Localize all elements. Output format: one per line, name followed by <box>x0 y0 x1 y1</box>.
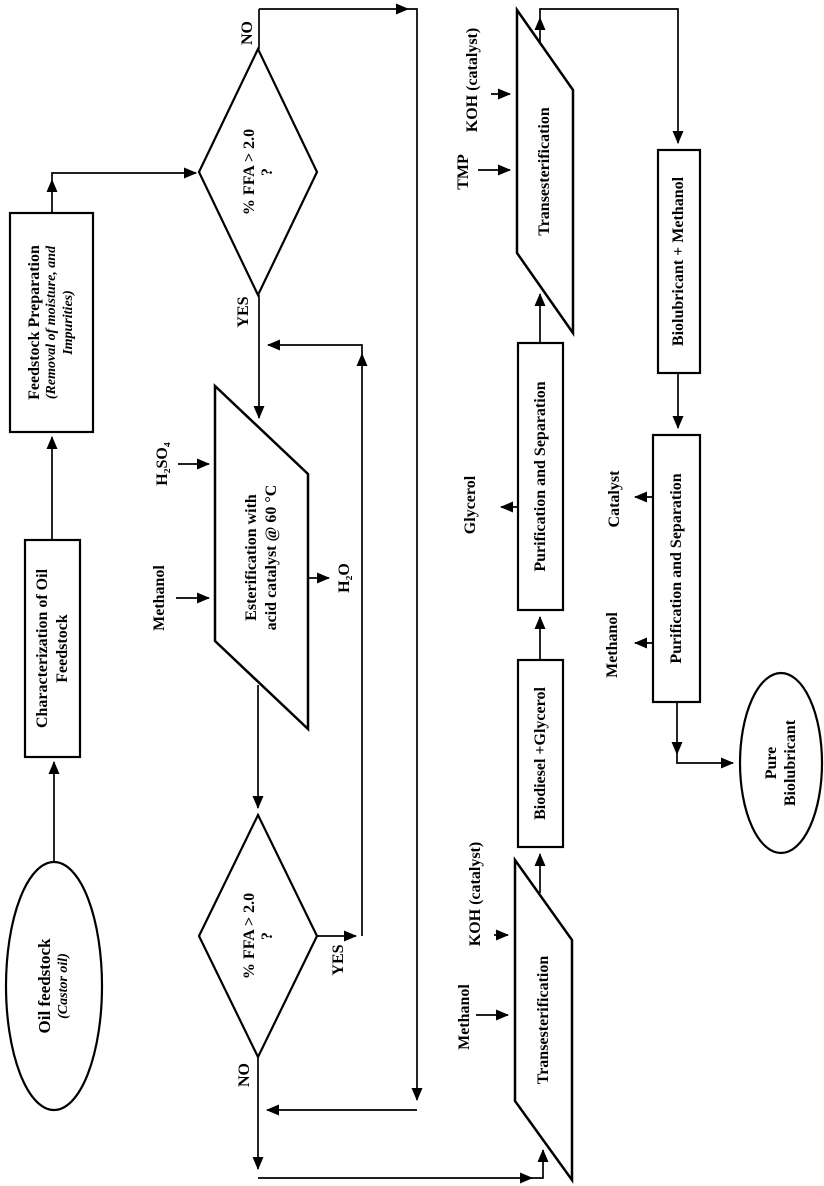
esterification-label: Esterification with acid catalyst @ 60 °… <box>215 386 308 729</box>
esterification-line2: acid catalyst @ 60 °C <box>262 484 280 631</box>
shapes <box>4 6 824 1184</box>
decision2-line2: ? <box>258 932 276 940</box>
purification2-label: Purification and Separation <box>667 473 685 664</box>
pure-biolubricant-label: Pure Biolubricant <box>743 673 819 853</box>
line-no-rail <box>408 8 423 1101</box>
biolubricant-methanol-box <box>656 148 702 375</box>
oil-feedstock-label: Oil feedstock (Castor oil) <box>16 871 92 1101</box>
glycerol-label: Glycerol <box>462 475 479 535</box>
methanol-esterification-label: Methanol <box>151 565 168 631</box>
no2-label: NO <box>236 1063 253 1087</box>
biodiesel-glycerol-label: Biodiesel +Glycerol <box>531 687 549 820</box>
arrow-into-biolubricant <box>539 8 684 144</box>
purification2-box <box>651 433 702 704</box>
characterization-line1: Characterization of Oil <box>34 568 52 729</box>
feedstock-prep-title: Feedstock Preparation <box>26 245 44 400</box>
pure-biolubricant-ellipse <box>738 671 824 855</box>
transesterification1-parallelogram <box>513 856 574 1184</box>
feedstock-prep-label: Feedstock Preparation (Removal of moistu… <box>10 213 93 432</box>
methanol-transesterification1-label: Methanol <box>456 984 473 1050</box>
characterization-box <box>23 538 82 759</box>
decision2-line1: % FFA > 2.0 <box>241 892 259 980</box>
esterification-line1: Esterification with <box>243 494 261 621</box>
transesterification1-label: Transesterification <box>534 955 552 1085</box>
koh-catalyst1-label: KOH (catalyst) <box>467 841 484 947</box>
purification1-box <box>516 341 565 612</box>
esterification-parallelogram <box>213 383 310 732</box>
decision2-diamond <box>197 812 319 1060</box>
transesterification2-parallelogram <box>515 6 575 337</box>
yes2-label: YES <box>330 944 347 976</box>
feedstock-prep-box <box>8 211 95 434</box>
pure-biolubricant-line2: Biolubricant <box>782 719 799 807</box>
pure-biolubricant-line1: Pure <box>762 746 780 780</box>
yes1-label: YES <box>235 296 252 328</box>
characterization-line2: Feedstock <box>53 614 71 683</box>
line-yes-loop-up <box>267 339 363 354</box>
arrow-into-decision1 <box>51 167 197 180</box>
oil-feedstock-title: Oil feedstock <box>35 938 55 1034</box>
methanol-purification2-label: Methanol <box>604 612 621 678</box>
koh-catalyst2-label: KOH (catalyst) <box>464 27 481 133</box>
connectors <box>46 3 734 1184</box>
h2o-label: H₂O <box>336 563 353 593</box>
decision1-line2: ? <box>258 168 276 176</box>
arrow-into-pure-biolubricant <box>676 754 734 769</box>
decision1-diamond <box>197 46 319 298</box>
oil-feedstock-subtitle: (Castor oil) <box>55 953 71 1019</box>
transesterification2-label: Transesterification <box>536 107 554 236</box>
h2so4-label: H₂SO₄ <box>154 442 171 486</box>
decision1-line1: % FFA > 2.0 <box>241 128 259 216</box>
characterization-label: Characterization of Oil Feedstock <box>25 540 80 757</box>
biodiesel-glycerol-box <box>516 658 565 849</box>
no1-label: NO <box>239 21 256 45</box>
decision1-label: % FFA > 2.0 ? <box>199 49 317 295</box>
catalyst-label: Catalyst <box>606 470 623 528</box>
arrow-into-transesterification1 <box>532 1149 549 1179</box>
feedstock-prep-sub2: Impurities) <box>61 290 77 355</box>
feedstock-prep-sub1: (Removal of moisture, and <box>44 245 60 400</box>
biolubricant-methanol-label: Biolubricant + Methanol <box>670 176 688 347</box>
oil-feedstock-ellipse <box>4 860 104 1112</box>
decision2-label: % FFA > 2.0 ? <box>199 815 317 1057</box>
purification1-label: Purification and Separation <box>531 381 549 572</box>
